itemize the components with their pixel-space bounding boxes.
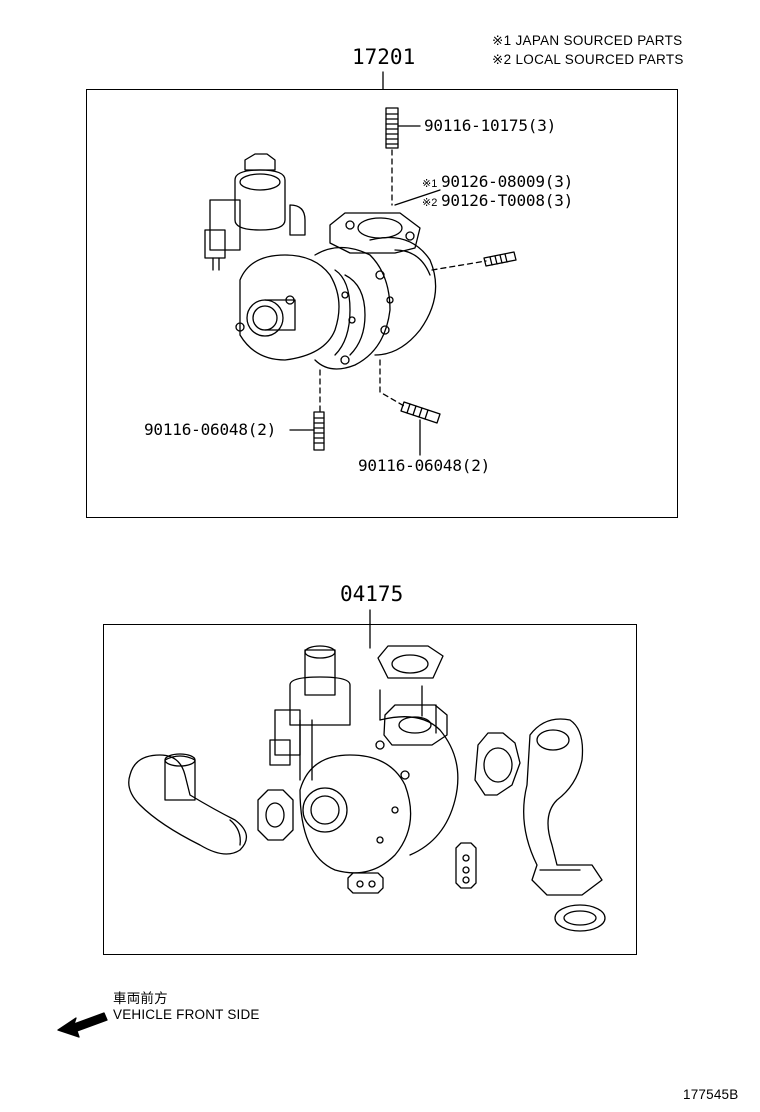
turbine-outlet-gasket [475, 733, 520, 795]
japan-sourced-mark: ※1 [422, 178, 438, 190]
part-number-stud-top: 90116-10175(3) [424, 116, 557, 135]
intake-elbow [129, 755, 247, 854]
oil-gasket-tall [456, 843, 476, 888]
stud-bottom-right-icon [401, 402, 440, 455]
stud-bottom-left-icon [290, 412, 324, 450]
part-number-stud-exhaust-japan: 90126-08009(3) [441, 172, 574, 191]
figure-id: 177545B [683, 1087, 739, 1102]
group-label-gasket-kit: 04175 [340, 582, 404, 606]
vehicle-front-label: VEHICLE FRONT SIDE [113, 1007, 260, 1022]
local-sourced-mark: ※2 [422, 197, 438, 209]
part-number-stud-exhaust-local: 90126-T0008(3) [441, 191, 574, 210]
compressor-gasket [258, 790, 293, 840]
exhaust-elbow-pipe [524, 719, 602, 895]
turbocharger-assembly [205, 108, 516, 455]
part-number-stud-bottom-left: 90116-06048(2) [144, 420, 277, 439]
legend-japan-sourced: ※1 JAPAN SOURCED PARTS [492, 33, 683, 48]
legend-local-sourced: ※2 LOCAL SOURCED PARTS [492, 52, 684, 67]
part-number-stud-bottom-right: 90116-06048(2) [358, 456, 491, 475]
gasket-kit-assembly [129, 624, 605, 931]
stud-exhaust-icon [484, 252, 516, 266]
exhaust-flange-gasket [378, 646, 443, 678]
oil-gasket-small [348, 873, 383, 893]
ring-gasket [555, 905, 605, 931]
vehicle-front-label-jp: 車両前方 [113, 991, 168, 1006]
vehicle-front-arrow-icon [58, 1013, 107, 1037]
turbo-assy-frame [86, 89, 678, 518]
stud-top-icon [386, 108, 420, 148]
group-label-turbo-assy: 17201 [352, 45, 416, 69]
